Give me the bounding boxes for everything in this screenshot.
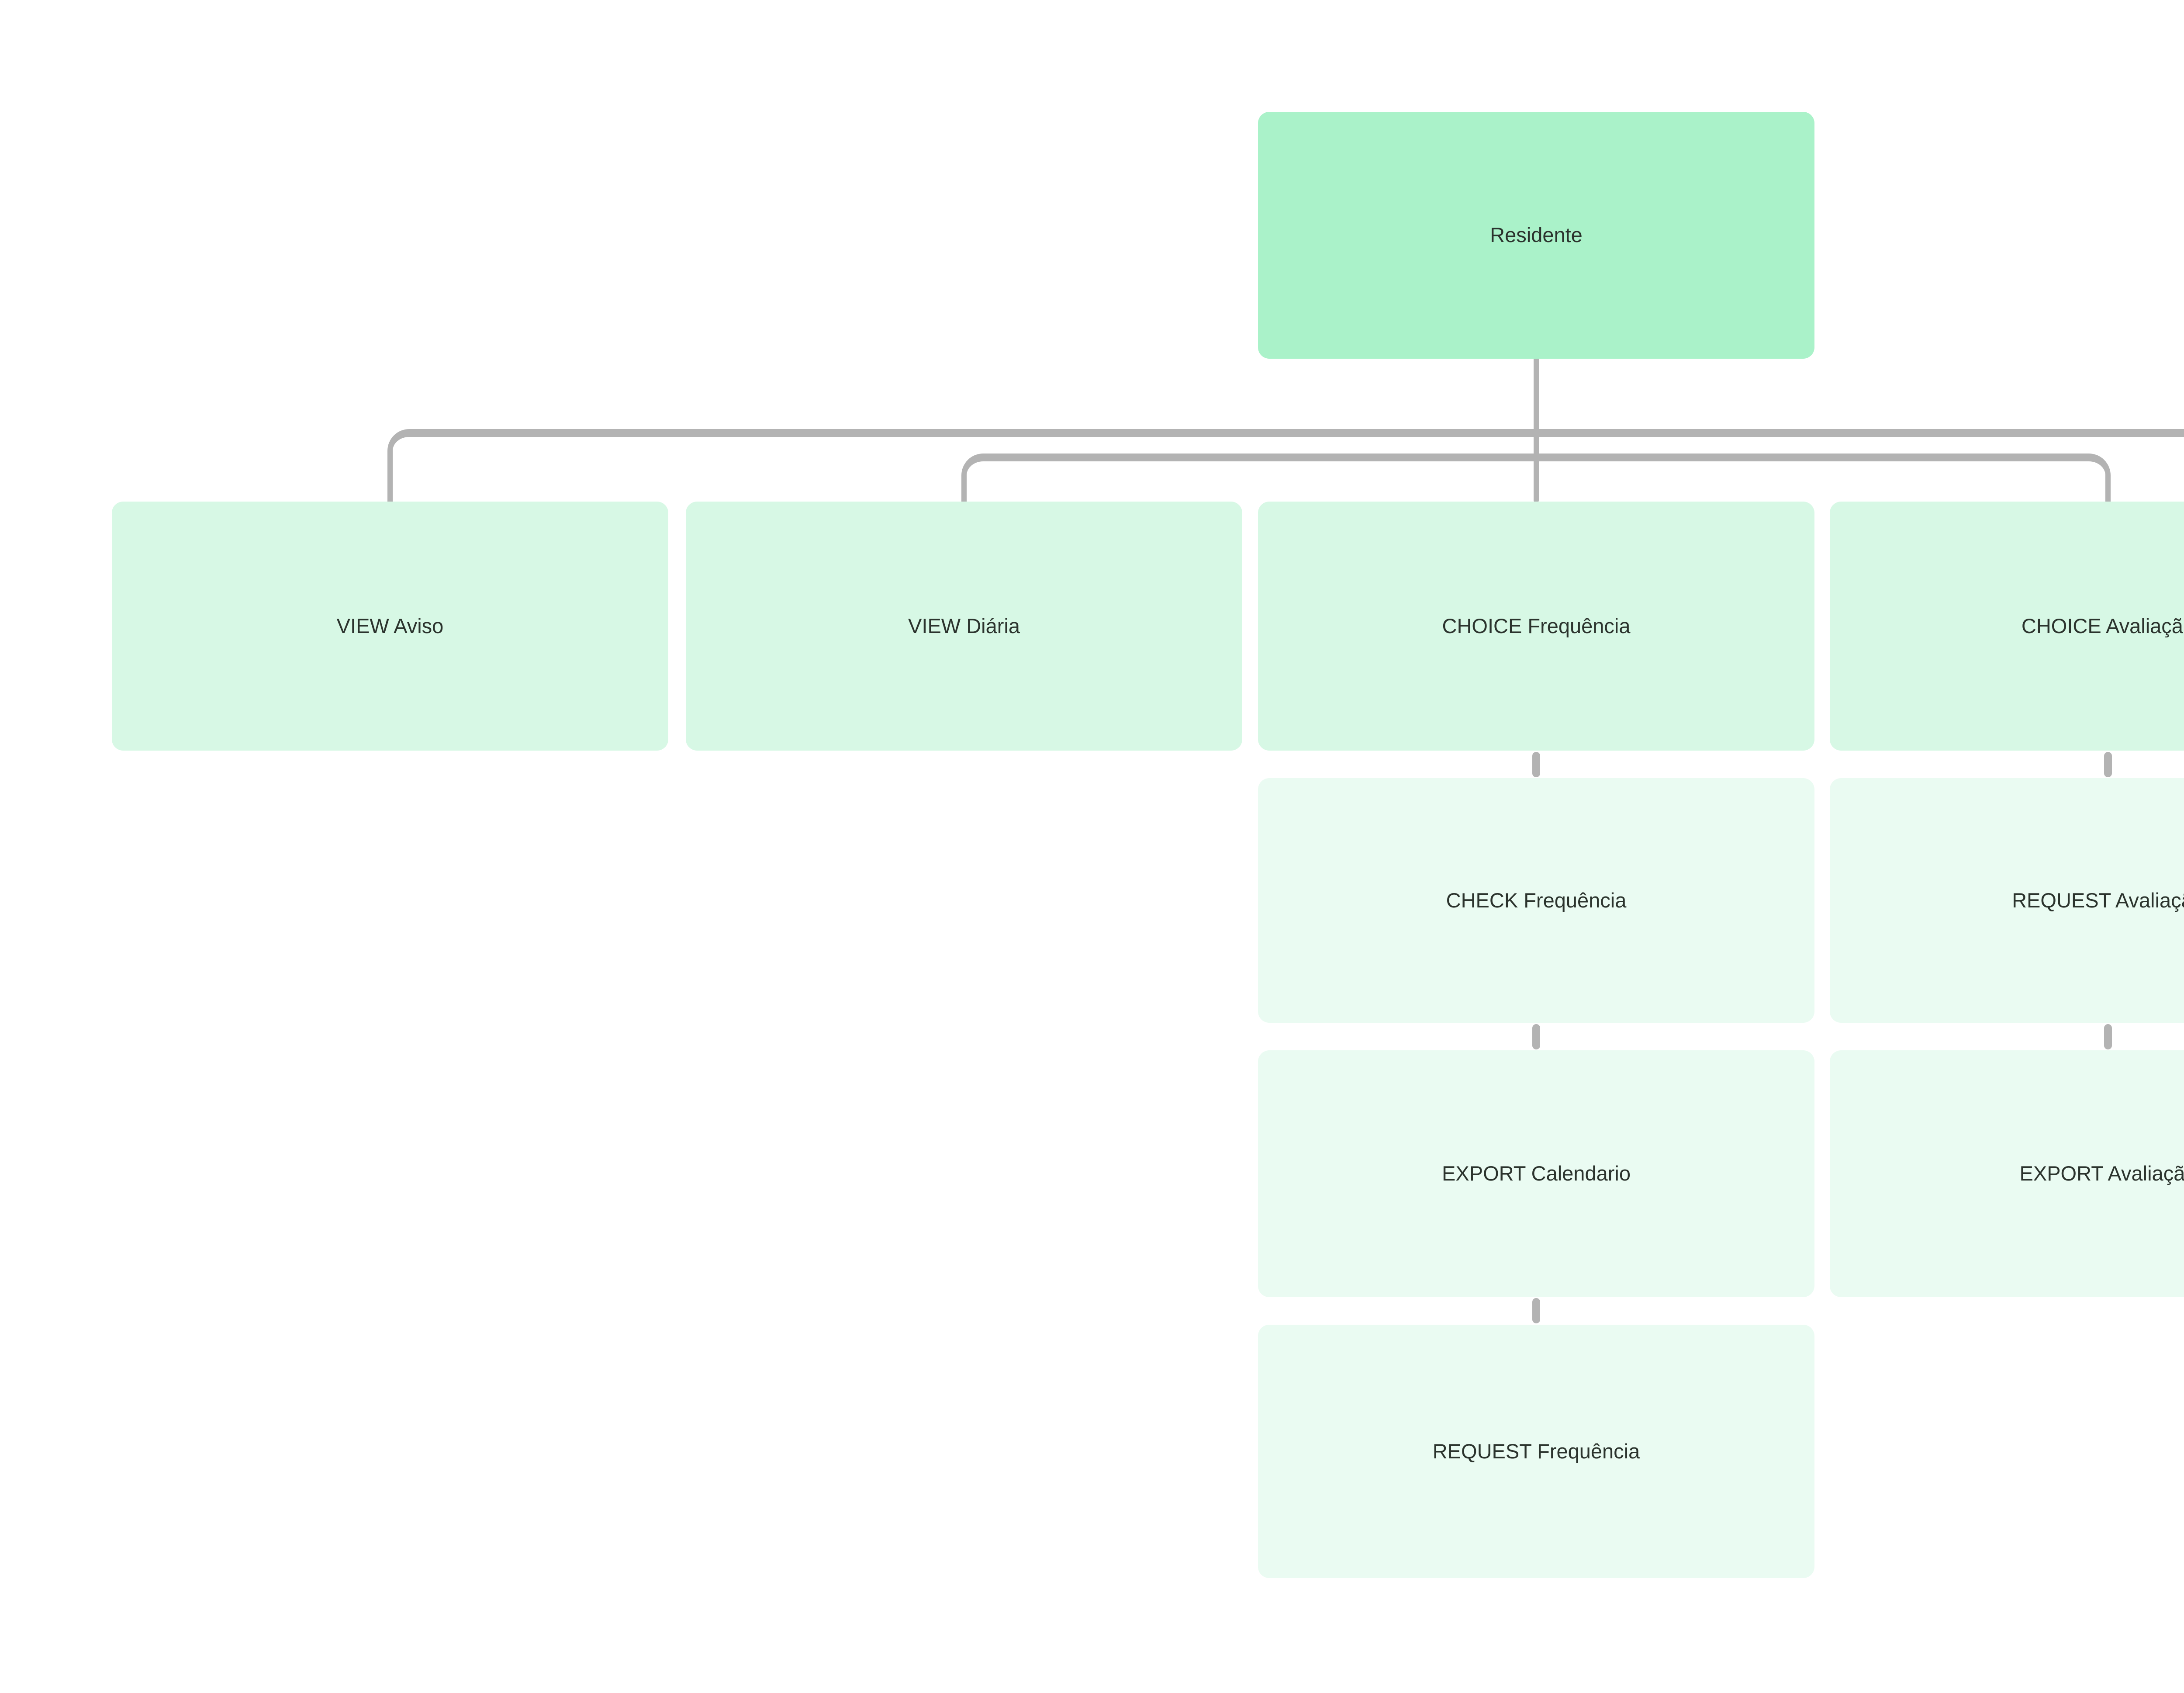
node-residente[interactable]: Residente bbox=[1258, 112, 1814, 359]
node-check-frequencia[interactable]: CHECK Frequência bbox=[1258, 778, 1814, 1023]
node-choice-avaliacao[interactable]: CHOICE Avaliação bbox=[1830, 502, 2184, 751]
node-label: VIEW Aviso bbox=[336, 614, 444, 637]
node-label: CHOICE Frequência bbox=[1442, 614, 1631, 637]
node-export-avaliacao[interactable]: EXPORT Avaliação bbox=[1830, 1050, 2184, 1297]
node-label: VIEW Diária bbox=[908, 614, 1020, 637]
node-label: CHOICE Avaliação bbox=[2021, 614, 2184, 637]
connector-stub bbox=[1532, 1298, 1540, 1323]
node-choice-frequencia[interactable]: CHOICE Frequência bbox=[1258, 502, 1814, 751]
connector-rail-inner-right bbox=[1536, 454, 2111, 502]
node-label: Residente bbox=[1490, 223, 1583, 247]
connector-rail-outer-right bbox=[1536, 429, 2184, 502]
connector-rail-outer-left bbox=[387, 429, 1536, 502]
connector-stub bbox=[2104, 1024, 2112, 1049]
node-view-diaria[interactable]: VIEW Diária bbox=[686, 502, 1242, 751]
node-label: REQUEST Avaliação bbox=[2012, 888, 2184, 912]
node-view-aviso[interactable]: VIEW Aviso bbox=[112, 502, 668, 751]
connector-stub bbox=[1532, 752, 1540, 777]
connector-stub bbox=[1532, 1024, 1540, 1049]
node-label: EXPORT Calendario bbox=[1442, 1162, 1631, 1185]
node-label: CHECK Frequência bbox=[1446, 888, 1627, 912]
node-request-avaliacao[interactable]: REQUEST Avaliação bbox=[1830, 778, 2184, 1023]
node-export-calendario[interactable]: EXPORT Calendario bbox=[1258, 1050, 1814, 1297]
connector-rail-inner-left bbox=[961, 454, 1536, 502]
node-label: REQUEST Frequência bbox=[1432, 1439, 1640, 1463]
connector-stub bbox=[2104, 752, 2112, 777]
node-label: EXPORT Avaliação bbox=[2019, 1162, 2184, 1185]
node-request-frequencia[interactable]: REQUEST Frequência bbox=[1258, 1325, 1814, 1578]
